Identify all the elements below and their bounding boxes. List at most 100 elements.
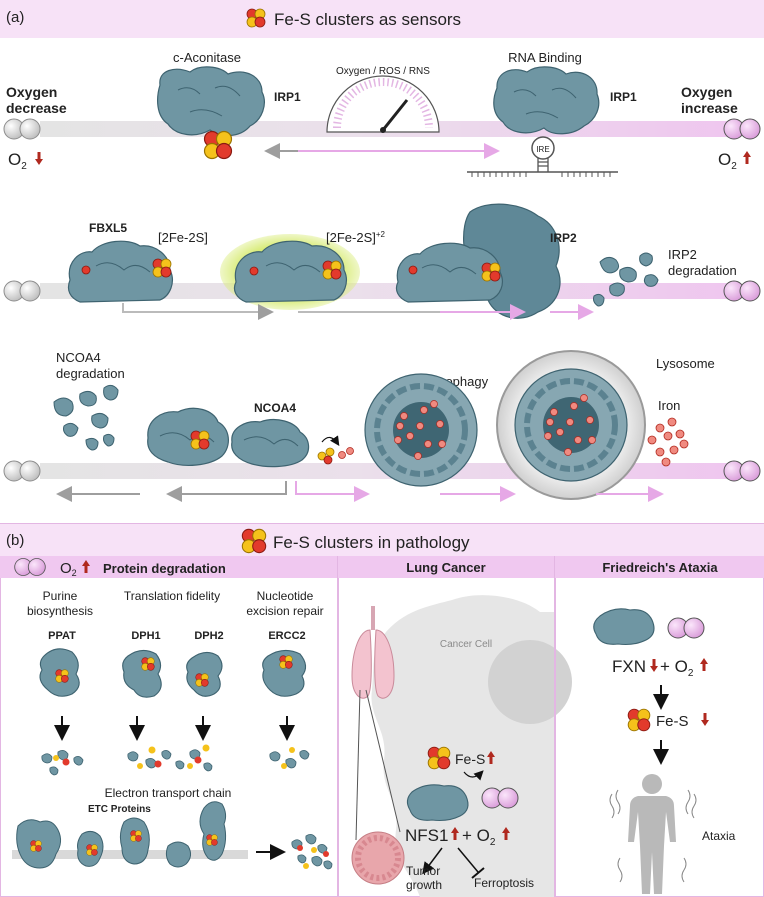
fa-fes-label: Fe-S	[656, 713, 689, 730]
irp2-label: IRP2	[550, 231, 577, 245]
ferroptosis-label: Ferroptosis	[474, 876, 534, 890]
panel-b: (b) Fe-S clusters in pathology O2 Protei…	[0, 523, 764, 897]
row3-ncoa4-ferritinophagy: NCOA4 degradation NCOA4	[3, 350, 761, 502]
panel-b-title-bar	[0, 524, 764, 556]
protein-degradation-column: O2 Protein degradation Purine biosynthes…	[0, 556, 338, 870]
irp2-degradation-label-1: IRP2	[668, 247, 697, 262]
dph1-label: DPH1	[131, 630, 160, 642]
ncoa4-degradation-label-2: degradation	[56, 366, 125, 381]
ataxia-label: Ataxia	[702, 829, 736, 843]
nfs1-protein	[406, 784, 469, 822]
ferroptosis-inhibit-line	[457, 847, 479, 873]
human-figure-icon	[628, 774, 676, 894]
row3-arrow-to-ferritin	[295, 481, 370, 502]
curved-arrow	[463, 770, 484, 781]
degradation-arrows	[54, 716, 295, 741]
oxygen-molecule-gray-icon	[3, 460, 41, 482]
fe2s2-label: [2Fe-2S]	[158, 230, 208, 245]
etc-proteins-label: ETC Proteins	[88, 804, 151, 815]
dph2-protein	[186, 651, 223, 697]
panel-a-title-bar	[0, 0, 764, 38]
fa-plus-o2: + O2	[660, 657, 694, 679]
irp1-right-label: IRP1	[610, 90, 637, 104]
dph1-protein	[122, 649, 162, 698]
nucleotide-label-1: Nucleotide	[257, 589, 314, 603]
ncoa4-bound-protein	[147, 407, 229, 466]
oxygen-molecule-gray-icon	[3, 280, 41, 302]
oxygen-decrease-label-1: Oxygen	[6, 84, 57, 100]
etc-title: Electron transport chain	[105, 786, 232, 800]
lungs-icon	[351, 606, 395, 699]
irp2-degradation-label-2: degradation	[668, 263, 737, 278]
down-arrow-icon	[35, 152, 43, 165]
iron-label: Iron	[658, 398, 680, 413]
fbxl5-label: FBXL5	[89, 221, 127, 235]
fbxl5-irp2-complex	[395, 203, 561, 319]
ercc2-protein	[262, 649, 307, 697]
panel-b-title: Fe-S clusters in pathology	[273, 533, 470, 552]
nfs1-label: NFS1	[405, 826, 448, 845]
row2-arrow-1	[122, 303, 274, 320]
dph2-label: DPH2	[194, 630, 223, 642]
irp1-left-label: IRP1	[274, 90, 301, 104]
irp1-aconitase-protein	[157, 66, 265, 137]
lung-cancer-header-bar	[338, 556, 555, 578]
zoom-line-right	[365, 689, 401, 833]
ncoa4-label: NCOA4	[254, 401, 296, 415]
gauge-label: Oxygen / ROS / RNS	[336, 66, 430, 77]
oxygen-gradient-band	[40, 283, 735, 299]
ercc2-label: ERCC2	[268, 630, 305, 642]
friedreich-header-bar	[555, 556, 764, 578]
zoom-line-left	[355, 689, 361, 841]
fbxl5-protein	[67, 240, 173, 303]
irp2-fragments	[593, 252, 659, 307]
gauge-needle	[381, 99, 409, 131]
ncoa4-protein	[231, 419, 310, 468]
ferroptosis-inhibit-bar	[471, 867, 485, 879]
o2-right-label: O2	[718, 150, 737, 172]
ppat-label: PPAT	[48, 630, 76, 642]
fbxl5-oxidized-protein	[233, 240, 347, 303]
oxygen-decrease-label-2: decrease	[6, 100, 67, 116]
lung-cancer-column: Lung Cancer Cancer Cell Fe-S NFS1	[338, 556, 572, 897]
lung-cancer-header: Lung Cancer	[406, 560, 485, 575]
degraded-fragments	[41, 744, 310, 776]
c-aconitase-label: c-Aconitase	[173, 50, 241, 65]
etc-fragments	[291, 834, 333, 870]
fxn-label: FXN	[612, 657, 646, 676]
lysosome-label: Lysosome	[656, 356, 715, 371]
panel-a-title: Fe-S clusters as sensors	[274, 10, 461, 29]
oxygen-molecule-pink-icon	[723, 118, 761, 140]
ire-rna-hairpin	[467, 136, 618, 177]
released-iron-sulfur	[317, 435, 354, 465]
protein-degradation-header: Protein degradation	[103, 561, 226, 576]
oxygen-ros-gauge	[326, 75, 440, 133]
fxn-protein	[593, 608, 655, 646]
panel-a-letter: (a)	[6, 9, 24, 26]
free-iron	[647, 417, 689, 467]
oxygen-molecule-gray-icon	[3, 118, 41, 140]
tumor-growth-label-2: growth	[406, 878, 442, 892]
nucleus	[488, 640, 572, 724]
lung-fes-label: Fe-S	[455, 751, 485, 767]
irp1-rna-binding-protein	[493, 66, 600, 135]
purine-label-1: Purine	[43, 589, 78, 603]
fe2s2-oxidized-label: [2Fe-2S]+2	[326, 230, 386, 245]
oxygen-increase-label-1: Oxygen	[681, 84, 732, 100]
friedreich-ataxia-column: Friedreich's Ataxia FXN + O2 Fe-S	[555, 556, 764, 894]
panel-b-letter: (b)	[6, 532, 24, 549]
row2-fbxl5-irp2: FBXL5 [2Fe-2S] [2Fe-2S]+2	[3, 203, 761, 320]
friedreich-header: Friedreich's Ataxia	[602, 560, 718, 575]
tumor-growth-arrow	[422, 847, 443, 875]
rna-binding-label: RNA Binding	[508, 50, 582, 65]
ire-label: IRE	[536, 145, 549, 154]
ncoa4-degradation-label-1: NCOA4	[56, 350, 101, 365]
ncoa4-fragments	[53, 384, 119, 451]
etc-membrane	[12, 801, 248, 869]
ppat-protein	[39, 648, 80, 697]
oxygen-increase-label-2: increase	[681, 100, 738, 116]
lung-plus-o2: + O2	[462, 826, 496, 848]
oxygen-molecule-pink-icon	[723, 280, 761, 302]
nucleotide-label-2: excision repair	[246, 604, 323, 618]
